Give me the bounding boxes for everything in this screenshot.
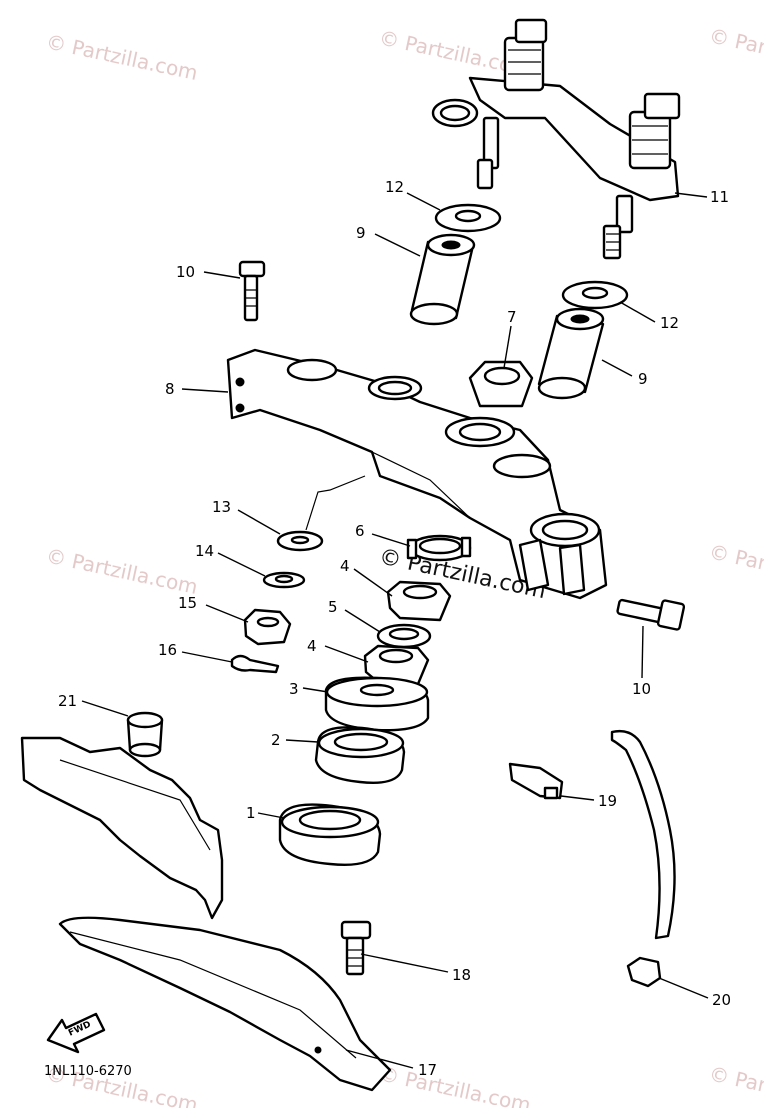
callout-16: 16 [158,641,177,659]
watermark-text: © Partzilla.com [707,539,764,595]
callout-2: 2 [271,731,281,749]
callout-14: 14 [195,542,214,560]
part-20-cable [610,729,676,940]
part-20-nut [626,956,662,988]
callout-21: 21 [58,692,77,710]
callout-12: 12 [385,178,404,196]
part-14-lock-washer [262,571,306,589]
watermark-text: © Partzilla.com [707,1061,764,1108]
leader-bracket-washer [305,475,366,531]
part-5-washer [376,623,432,649]
callout-13: 13 [212,498,231,516]
part-16-cotter-pin [230,654,280,674]
part-2-bearing [314,726,406,784]
callout-5: 5 [328,598,338,616]
callout-6: 6 [355,522,365,540]
callout-10: 10 [632,680,651,698]
cover-panel [20,736,224,920]
callout-15: 15 [178,594,197,612]
callout-9: 9 [356,224,366,242]
part-17-cover [58,916,392,1092]
part-9-damper-left [409,233,476,326]
part-11-handlebar-holder [431,18,681,260]
part-10-bolt-lower [616,598,686,631]
callout-11: 11 [710,188,729,206]
part-8-upper-bracket [226,348,608,600]
diagram-code: 1NL110-6270 [44,1064,132,1079]
callout-12: 12 [660,314,679,332]
watermark-text: © Partzilla.com [44,543,200,599]
part-18-bolt [340,920,372,976]
callout-20: 20 [712,991,731,1009]
part-19-connector [508,762,564,800]
callout-4: 4 [307,637,317,655]
part-13-washer [276,530,324,552]
callout-10: 10 [176,263,195,281]
part-10-bolt-upper [238,260,266,322]
part-7-nut [468,360,534,408]
leader-lines [81,192,709,1069]
part-15-nut [243,608,292,646]
callout-19: 19 [598,792,617,810]
part-4-ring-nut-lower [363,644,430,686]
part-21-grommet [126,711,164,758]
callout-1: 1 [246,804,256,822]
callout-18: 18 [452,966,471,984]
callout-9: 9 [638,370,648,388]
callout-8: 8 [165,380,175,398]
part-12-washer-upper [434,203,502,233]
callout-labels: 11 12 9 10 12 7 9 8 13 6 14 4 15 5 10 16… [58,178,731,1079]
callout-7: 7 [507,308,517,326]
part-12-washer-right [561,280,629,310]
part-9-damper-right [537,307,605,400]
part-4-ring-nut-upper [386,580,452,622]
watermark-text: © Partzilla.com [707,23,764,79]
callout-17: 17 [418,1061,437,1079]
part-6-lock-washer [406,534,472,562]
callout-4: 4 [340,557,350,575]
watermark-text: © Partzilla.com [377,1061,533,1108]
fwd-arrow: FWD [46,1012,106,1054]
watermark-text: © Partzilla.com [44,29,200,85]
callout-3: 3 [289,680,299,698]
part-1-bearing [278,803,382,866]
part-3-cover [324,676,430,732]
